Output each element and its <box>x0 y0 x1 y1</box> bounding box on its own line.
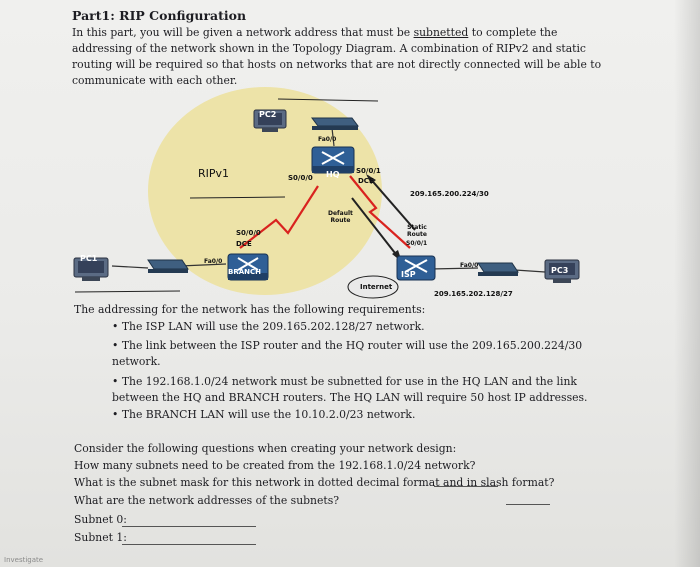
isp-router-body <box>396 255 436 281</box>
ripv1-label: RIPv1 <box>198 167 230 180</box>
question-1: How many subnets need to be created from… <box>74 459 476 472</box>
intro-line-1: In this part, you will be given a networ… <box>72 26 558 39</box>
pc3-screen <box>549 263 575 275</box>
requirement-4: • The BRANCH LAN will use the 10.10.2.0/… <box>112 408 416 421</box>
static-route-arrow <box>367 175 416 231</box>
hq-switch-front <box>312 126 358 130</box>
isp-switch-top <box>477 262 519 273</box>
cable-switch-pc3 <box>514 269 546 273</box>
requirements-heading: The addressing for the network has the f… <box>74 303 426 316</box>
question-2-answer-line[interactable] <box>506 504 550 505</box>
branch-s0-label: S0/0/0 <box>236 229 261 237</box>
questions-heading: Consider the following questions when cr… <box>74 442 457 455</box>
intro-line-4: communicate with each other. <box>72 74 238 87</box>
pc2-label: PC2 <box>259 110 277 119</box>
question-2: What is the subnet mask for this network… <box>74 476 555 489</box>
requirement-2-cont: network. <box>112 355 161 368</box>
hq-s1-dce-label: DCE <box>358 177 374 185</box>
hq-s0-label: S0/0/0 <box>288 174 313 182</box>
isp-hq-network-label: 209.165.200.224/30 <box>410 190 489 198</box>
cable-switch-branch <box>179 263 227 267</box>
pc1-screen <box>78 261 104 273</box>
intro-line-3: routing will be required so that hosts o… <box>72 58 602 71</box>
question-1-answer-line[interactable] <box>434 486 498 487</box>
branch-switch-front <box>148 269 188 273</box>
branch-switch-top <box>147 259 189 270</box>
isp-label: ISP <box>401 270 416 279</box>
internet-cloud <box>347 275 399 299</box>
isp-fa-label: Fa0/0 <box>460 262 479 269</box>
subnet-1-label: Subnet 1: <box>74 531 127 544</box>
pc3-label: PC3 <box>551 266 569 275</box>
page-edge-shadow <box>674 0 700 567</box>
requirement-1: • The ISP LAN will use the 209.165.202.1… <box>112 320 425 333</box>
internet-label: Internet <box>360 283 393 291</box>
serial-link-hq-isp <box>349 175 411 249</box>
pc2-screen <box>258 113 282 125</box>
branch-s0-dce-label: DCE <box>236 240 252 248</box>
hq-s1-label: S0/0/1 <box>356 167 381 175</box>
watermark-text: Investigate <box>4 556 44 564</box>
hq-lan-bar <box>277 98 379 102</box>
underlined-word: subnetted <box>413 26 469 39</box>
hq-switch-top <box>311 117 359 127</box>
hq-label: HQ <box>326 170 340 179</box>
pc1-label: PC1 <box>80 254 98 263</box>
pc3-base <box>553 279 571 283</box>
isp-switch-front <box>478 272 518 276</box>
isp-s0-label: S0/0/1 <box>406 240 428 247</box>
branch-router-base <box>228 273 268 280</box>
pc1-base <box>82 277 100 281</box>
branch-label: BRANCH <box>228 268 261 276</box>
section-title: Part1: RIP Configuration <box>72 8 247 23</box>
requirement-2: • The link between the ISP router and th… <box>112 339 583 352</box>
branch-fa-label: Fa0/0 <box>204 258 223 265</box>
branch-lan-bar <box>74 290 181 293</box>
ripv1-area <box>148 87 382 295</box>
subnet-0-label: Subnet 0: <box>74 513 127 526</box>
requirement-3-cont: between the HQ and BRANCH routers. The H… <box>112 391 588 404</box>
branch-hq-bar <box>189 196 286 199</box>
subnet-0-answer-line[interactable] <box>122 526 256 527</box>
cable-pc1-switch <box>111 265 149 269</box>
hq-fa-label: Fa0/0 <box>318 136 337 143</box>
cable-switch-hq <box>331 127 335 147</box>
subnet-1-answer-line[interactable] <box>122 544 256 545</box>
default-route-arrow <box>351 197 403 263</box>
topology-diagram <box>73 87 580 299</box>
cable-isp-switch <box>429 267 479 270</box>
hq-router-base <box>312 166 354 173</box>
intro-line-2: addressing of the network shown in the T… <box>72 42 586 55</box>
requirement-3: • The 192.168.1.0/24 network must be sub… <box>112 375 577 388</box>
question-3: What are the network addresses of the su… <box>74 494 340 507</box>
branch-router-symbol <box>237 257 259 271</box>
static-route-arrowhead <box>366 174 376 184</box>
pc2-base <box>262 128 278 132</box>
serial-link-branch-hq <box>239 185 319 249</box>
hq-router-symbol <box>321 151 345 165</box>
isp-router-symbol <box>404 259 428 273</box>
isp-lan-network-label: 209.165.202.128/27 <box>434 290 513 298</box>
